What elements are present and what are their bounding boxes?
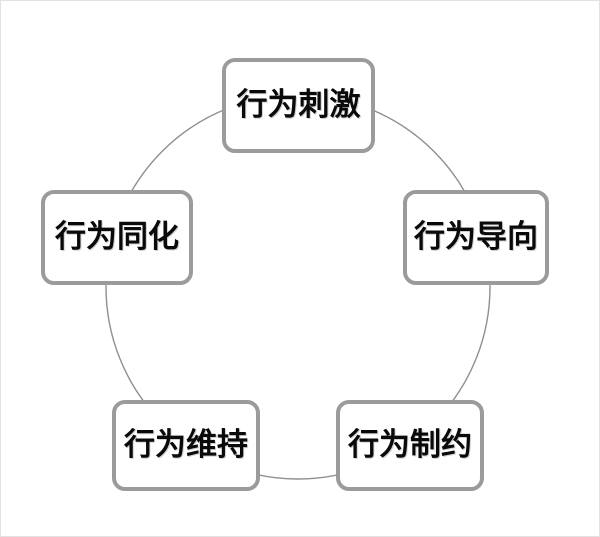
- node-behavior-maintenance[interactable]: 行为维持: [112, 400, 260, 491]
- node-label: 行为导向: [414, 219, 538, 255]
- node-label: 行为制约: [348, 427, 472, 463]
- node-label: 行为刺激: [236, 87, 361, 123]
- node-behavior-restraint[interactable]: 行为制约: [336, 400, 484, 491]
- node-label: 行为同化: [55, 219, 179, 255]
- node-behavior-assimilation[interactable]: 行为同化: [41, 190, 193, 285]
- node-behavior-guidance[interactable]: 行为导向: [403, 190, 549, 285]
- node-behavior-stimulus[interactable]: 行为刺激: [222, 58, 375, 153]
- node-label: 行为维持: [124, 427, 248, 463]
